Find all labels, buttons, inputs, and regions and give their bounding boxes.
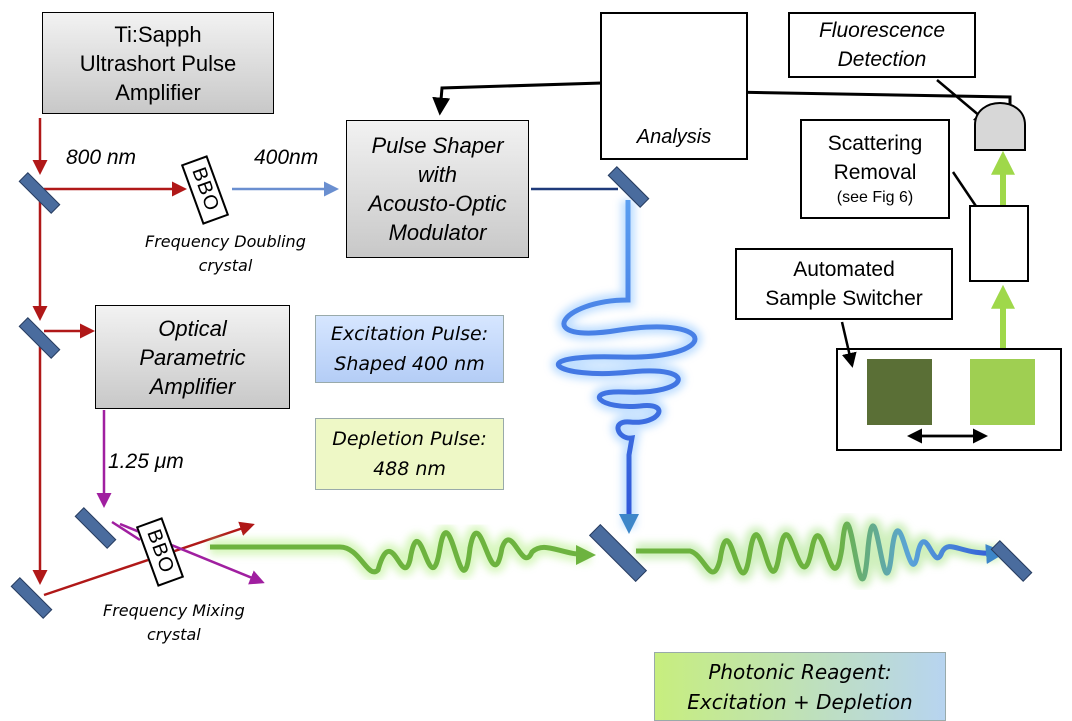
sample-switcher-box: Automated Sample Switcher <box>735 248 953 320</box>
label-400nm: 400nm <box>254 146 319 169</box>
analysis-label: Analysis <box>636 126 712 148</box>
excitation-waveform <box>551 200 702 534</box>
sample-light <box>970 359 1035 425</box>
opa-box: Optical Parametric Amplifier <box>95 305 290 409</box>
opa-output-beam <box>96 410 141 542</box>
combined-waveform <box>636 516 1006 587</box>
depletion-waveform <box>210 524 596 580</box>
label-800nm: 800 nm <box>66 146 137 169</box>
excitation-pulse-label: Excitation Pulse: Shaped 400 nm <box>315 315 504 383</box>
photonic-reagent-label: Photonic Reagent: Excitation + Depletion <box>654 652 946 721</box>
sample-dark <box>867 359 932 425</box>
label-1-25um: 1.25 μm <box>108 450 184 473</box>
scattering-filter-box <box>969 205 1029 282</box>
scattering-note: (see Fig 6) <box>836 189 914 206</box>
fluorescence-box: Fluorescence Detection <box>788 12 976 78</box>
depletion-pulse-label: Depletion Pulse: 488 nm <box>315 418 504 490</box>
scattering-removal-label: Scattering Removal <box>827 132 923 184</box>
detector-icon <box>974 101 1026 151</box>
laser-box: Ti:Sapph Ultrashort Pulse Amplifier <box>42 12 274 114</box>
label-frequency-doubling: Frequency Doubling crystal <box>145 232 306 275</box>
label-frequency-mixing: Frequency Mixing crystal <box>103 601 245 644</box>
sample-holder <box>836 348 1062 451</box>
scattering-removal-box: Scattering Removal (see Fig 6) <box>800 119 950 219</box>
analysis-box: Analysis <box>600 12 748 160</box>
pulse-shaper-box: Pulse Shaper with Acousto-Optic Modulato… <box>346 120 529 258</box>
